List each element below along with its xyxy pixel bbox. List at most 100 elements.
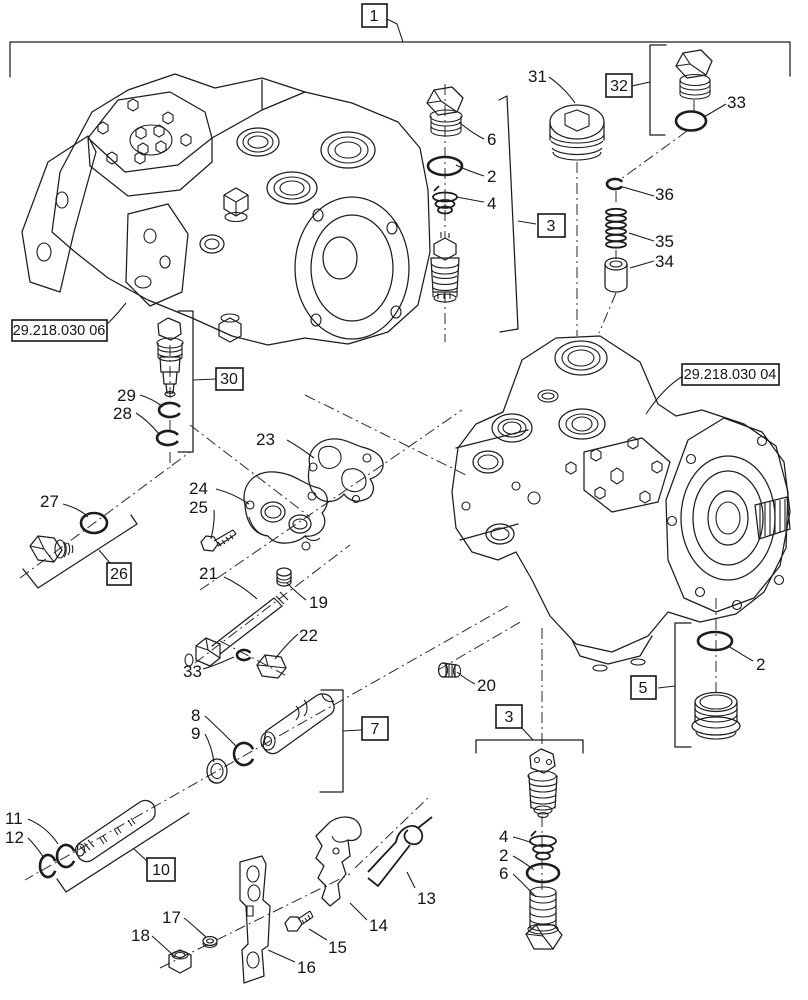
group-5-bracket <box>657 622 692 748</box>
drawing-border <box>9 41 791 78</box>
callout-33-mid: 33 <box>183 662 202 681</box>
part-13-torsion-spring <box>367 816 433 888</box>
ref-box-group-7[interactable]: 7 <box>361 716 389 741</box>
part-11-snap-ring <box>55 843 76 869</box>
ref-box-group-5[interactable]: 5 <box>630 675 657 700</box>
group-10-bracket <box>56 812 190 893</box>
right-pump-illustration <box>451 335 791 672</box>
group-26-label: 26 <box>110 566 128 583</box>
callout-9: 9 <box>191 724 200 743</box>
callout-20: 20 <box>477 676 496 695</box>
ref-box-left-assembly[interactable]: 29.218.030 06 <box>11 319 108 342</box>
part-26-hex-plug <box>29 535 74 563</box>
part-29-ring <box>157 401 181 419</box>
ref-box-group-3-top[interactable]: 3 <box>537 213 566 238</box>
callout-18: 18 <box>131 926 150 945</box>
part-15-bolt <box>284 910 314 932</box>
valve-cartridge-bottom <box>527 748 558 819</box>
part-19-fitting <box>276 567 292 587</box>
part-20-plug <box>437 662 462 678</box>
part-23-gasket <box>307 438 384 504</box>
sheet-ref-label: 1 <box>370 8 379 25</box>
part-17-washer <box>202 935 218 949</box>
callout-6-top: 6 <box>487 130 496 149</box>
ref-box-group-30[interactable]: 30 <box>215 367 244 391</box>
group-32-bracket <box>649 44 667 136</box>
part-33-o-ring-top <box>674 110 708 132</box>
part-4-spring-top <box>432 185 458 215</box>
part-31-socket-plug <box>549 104 605 161</box>
part-12-clip <box>38 853 57 879</box>
ref-box-group-10[interactable]: 10 <box>146 857 176 882</box>
part-4-spring-bottom <box>529 830 557 861</box>
callout-23: 23 <box>256 430 275 449</box>
group-7-bracket <box>319 689 362 793</box>
callout-2-top: 2 <box>487 167 496 186</box>
callout-11: 11 <box>5 809 23 828</box>
part-9-seal-washer <box>206 758 228 784</box>
part-22-hex-cap <box>256 654 287 679</box>
left-pump-illustration <box>21 73 431 346</box>
callout-6-bottom: 6 <box>499 864 508 883</box>
callout-24: 24 <box>189 479 208 498</box>
part-21-tube-assembly <box>184 591 289 667</box>
group-3-top-label: 3 <box>547 218 556 235</box>
part-callouts: 31 33 36 35 34 6 2 4 29 28 27 23 24 25 2… <box>5 67 765 977</box>
ref-box-group-32[interactable]: 32 <box>605 73 633 98</box>
callout-21: 21 <box>199 564 218 583</box>
part-24-cover-plate <box>243 471 328 551</box>
part-18-nut <box>168 949 192 974</box>
callout-2-bottom: 2 <box>499 846 508 865</box>
ref-box-group-3-bottom[interactable]: 3 <box>495 704 523 729</box>
part-7-spool <box>260 693 335 755</box>
group-3-bracket-bottom <box>475 726 584 754</box>
callout-34: 34 <box>655 252 674 271</box>
part-8-o-ring <box>232 741 255 767</box>
callout-19: 19 <box>309 593 328 612</box>
part-33-ring-mid <box>235 648 252 662</box>
part-34-poppet <box>604 257 628 293</box>
group-10-label: 10 <box>152 862 170 879</box>
group-5-label: 5 <box>639 680 648 697</box>
callout-4-bottom: 4 <box>499 827 508 846</box>
callout-31: 31 <box>528 67 547 86</box>
part-2-o-ring-right <box>696 630 734 652</box>
callout-29: 29 <box>117 386 136 405</box>
callout-22: 22 <box>299 626 318 645</box>
callout-16: 16 <box>297 958 316 977</box>
callout-13: 13 <box>417 889 436 908</box>
part-16-mounting-plate <box>239 855 271 984</box>
group-3-bracket-top <box>498 95 537 333</box>
centerlines <box>19 84 717 969</box>
group-7-label: 7 <box>371 721 380 738</box>
part-2-o-ring-top <box>426 155 464 177</box>
callout-17: 17 <box>162 908 181 927</box>
callout-14: 14 <box>369 916 388 935</box>
callout-27: 27 <box>40 492 59 511</box>
part-10-shaft <box>74 799 156 863</box>
callout-2-right: 2 <box>756 655 765 674</box>
group-30-label: 30 <box>220 371 238 388</box>
callout-33-top: 33 <box>727 93 746 112</box>
ref-box-right-assembly[interactable]: 29.218.030 04 <box>681 363 780 386</box>
ref-box-group-26[interactable]: 26 <box>106 562 132 586</box>
ref-box-sheet-1[interactable]: 1 <box>361 3 388 28</box>
callout-15: 15 <box>328 938 347 957</box>
part-36-retainer <box>605 177 624 191</box>
part-35-spring <box>605 207 627 249</box>
callout-12: 12 <box>5 828 24 847</box>
callout-4-top: 4 <box>487 194 496 213</box>
part-32-hex-plug <box>675 49 713 100</box>
group-26-bracket <box>22 514 138 589</box>
callout-28: 28 <box>113 404 132 423</box>
part-6-hex-plug-bottom <box>525 886 563 950</box>
group-3-bottom-label: 3 <box>505 709 514 726</box>
right-assembly-ref-label: 29.218.030 04 <box>684 367 777 383</box>
part-25-bolt <box>200 529 237 552</box>
left-assembly-ref-label: 29.218.030 06 <box>13 323 106 339</box>
part-28-ring <box>155 429 179 447</box>
callout-8: 8 <box>191 706 200 725</box>
group-32-label: 32 <box>610 78 628 95</box>
callout-35: 35 <box>655 232 674 251</box>
